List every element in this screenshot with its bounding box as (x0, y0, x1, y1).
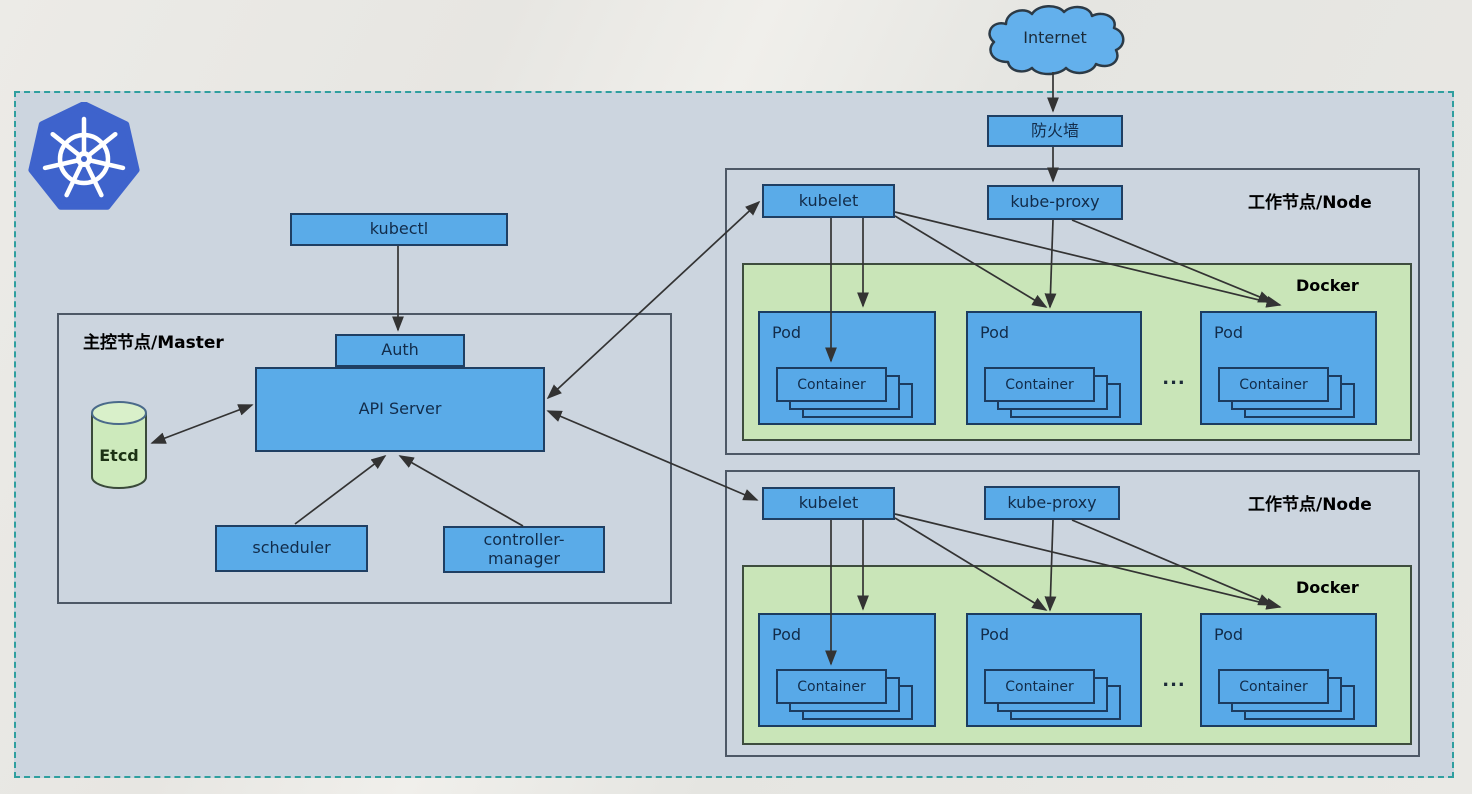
api-server-label: API Server (358, 399, 442, 419)
container-label: Container (1005, 376, 1074, 393)
container-box: Container (776, 669, 887, 704)
container-box: Container (984, 367, 1095, 402)
pod-label: Pod (772, 625, 802, 644)
kubernetes-logo-icon (28, 102, 140, 214)
firewall-box: 防火墙 (987, 115, 1123, 147)
kubectl-label: kubectl (369, 219, 429, 239)
container-stack: Container (1218, 669, 1358, 721)
pod-label: Pod (772, 323, 802, 342)
kubelet-box-node1: kubelet (762, 184, 895, 218)
container-box: Container (776, 367, 887, 402)
kube-proxy-label: kube-proxy (1007, 492, 1097, 512)
pods-ellipsis-node2: ... (1162, 670, 1186, 691)
api-server-box: API Server (255, 367, 545, 452)
pod-2-node1: Pod Container (966, 311, 1142, 425)
worker-node-2-region (725, 470, 1420, 757)
scheduler-box: scheduler (215, 525, 368, 572)
auth-label: Auth (381, 340, 419, 360)
container-label: Container (1239, 376, 1308, 393)
pod-3-node1: Pod Container (1200, 311, 1377, 425)
pod-1-node2: Pod Container (758, 613, 936, 727)
worker-node-2-title: 工作节点/Node (1248, 495, 1372, 515)
master-title: 主控节点/Master (83, 333, 224, 353)
kubectl-box: kubectl (290, 213, 508, 246)
pod-2-node2: Pod Container (966, 613, 1142, 727)
pod-label: Pod (1214, 323, 1244, 342)
container-box: Container (1218, 367, 1329, 402)
worker-node-1-title: 工作节点/Node (1248, 193, 1372, 213)
etcd-label: Etcd (99, 446, 139, 465)
container-stack: Container (776, 367, 916, 419)
container-stack: Container (776, 669, 916, 721)
controller-manager-box: controller- manager (443, 526, 605, 573)
firewall-label: 防火墙 (1030, 120, 1079, 140)
auth-box: Auth (335, 334, 465, 367)
docker-title-node1: Docker (1296, 276, 1359, 295)
kubelet-label: kubelet (798, 493, 859, 513)
pods-ellipsis-node1: ... (1162, 368, 1186, 389)
kube-proxy-label: kube-proxy (1010, 192, 1100, 212)
internet-label: Internet (1023, 28, 1087, 47)
kube-proxy-box-node1: kube-proxy (987, 185, 1123, 220)
container-stack: Container (984, 367, 1124, 419)
container-stack: Container (1218, 367, 1358, 419)
container-label: Container (1239, 678, 1308, 695)
internet-cloud: Internet (980, 4, 1130, 76)
etcd-cylinder: Etcd (89, 400, 149, 492)
pod-1-node1: Pod Container (758, 311, 936, 425)
docker-title-node2: Docker (1296, 578, 1359, 597)
kubelet-box-node2: kubelet (762, 487, 895, 520)
pod-label: Pod (980, 323, 1010, 342)
kubelet-label: kubelet (798, 190, 859, 210)
container-box: Container (1218, 669, 1329, 704)
container-label: Container (797, 678, 866, 695)
container-label: Container (797, 376, 866, 393)
container-label: Container (1005, 678, 1074, 695)
controller-manager-label: controller- manager (483, 530, 565, 568)
pod-3-node2: Pod Container (1200, 613, 1377, 727)
container-box: Container (984, 669, 1095, 704)
container-stack: Container (984, 669, 1124, 721)
scheduler-label: scheduler (252, 538, 331, 558)
pod-label: Pod (980, 625, 1010, 644)
kube-proxy-box-node2: kube-proxy (984, 486, 1120, 520)
pod-label: Pod (1214, 625, 1244, 644)
